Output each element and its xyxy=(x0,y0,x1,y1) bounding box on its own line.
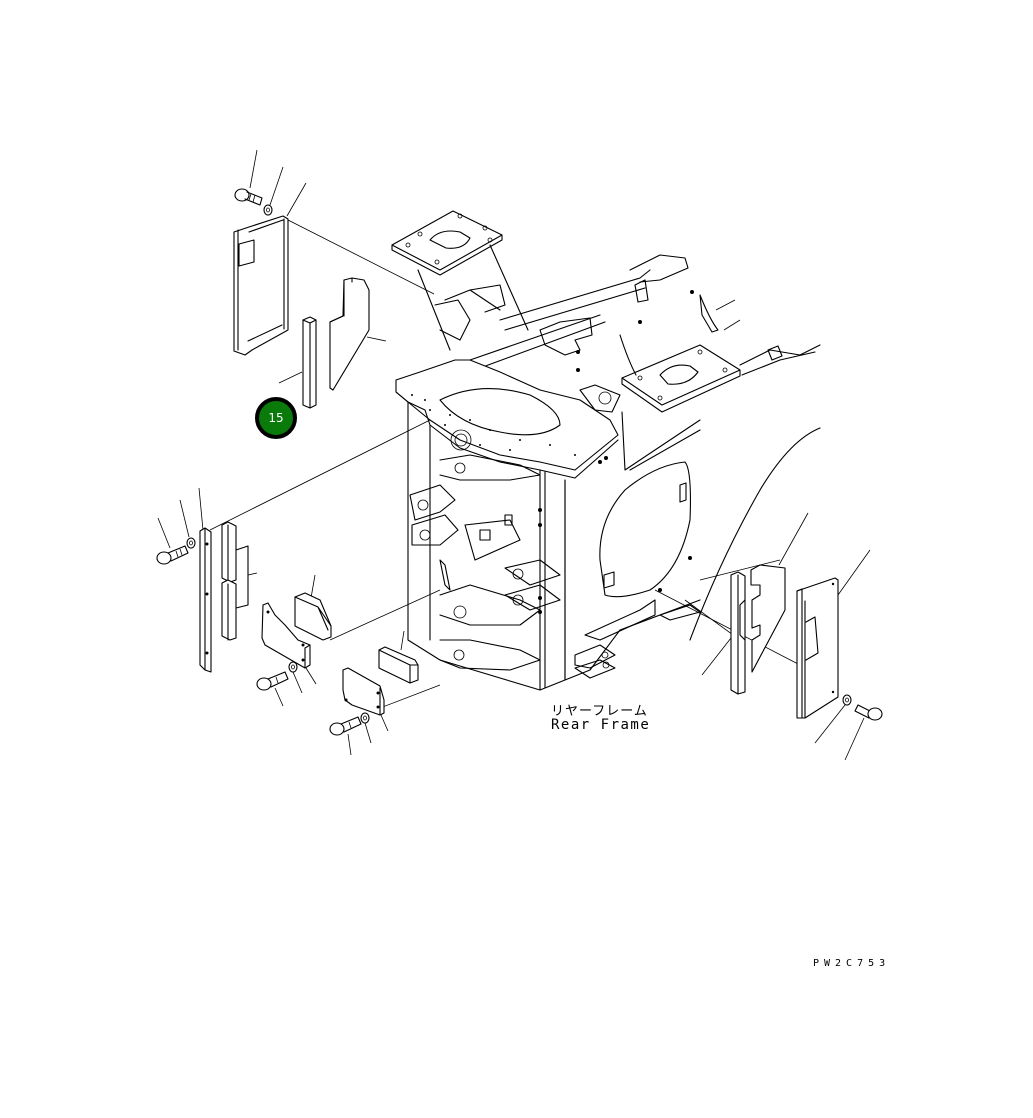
part-label-japanese: リヤーフレーム xyxy=(551,704,648,719)
washer-icon xyxy=(842,694,852,706)
shaped-plate xyxy=(750,564,786,673)
bolt-icon xyxy=(854,704,883,721)
bottom-center-bracket-assembly xyxy=(329,630,419,756)
left-cover-assembly xyxy=(156,487,258,673)
washer-icon xyxy=(186,537,196,549)
bolt-icon xyxy=(156,545,189,565)
right-cover-assembly xyxy=(701,512,883,761)
top-left-cover-assembly xyxy=(233,149,435,409)
block xyxy=(378,646,419,684)
block xyxy=(294,592,332,641)
shaped-plate xyxy=(329,277,370,391)
washer-icon xyxy=(288,661,298,673)
callout-marker-15[interactable]: 15 xyxy=(255,397,297,439)
rear-frame xyxy=(391,210,821,691)
bolt-icon xyxy=(256,671,289,691)
assembly-guide-lines xyxy=(209,419,801,709)
part-label-english: Rear Frame xyxy=(551,717,651,733)
drawing-id: PW2C753 xyxy=(813,958,891,969)
lower-left-bracket-assembly xyxy=(256,574,332,707)
bracket-plate xyxy=(342,667,385,716)
bolt-icon xyxy=(329,716,362,736)
spacer-blocks xyxy=(221,521,237,583)
callout-number: 15 xyxy=(268,411,284,425)
cover-plate xyxy=(233,215,289,356)
washer-icon xyxy=(263,204,273,216)
washer-icon xyxy=(360,712,370,724)
bolt-icon xyxy=(234,188,263,206)
